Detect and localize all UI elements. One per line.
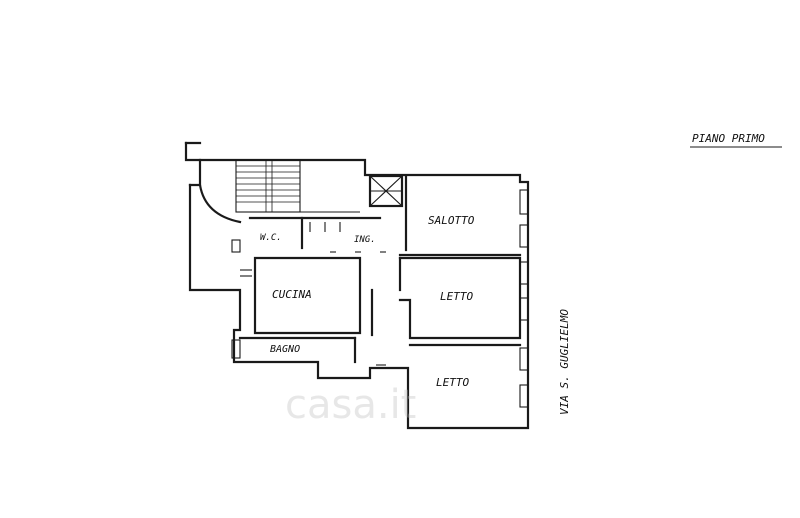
- room-label-letto-1: LETTO: [440, 290, 473, 303]
- staircase: [198, 159, 360, 224]
- street-label: VIA S. GUGLIELMO: [558, 309, 571, 415]
- watermark-logo: casa.it: [285, 382, 416, 428]
- room-label-wc: W.C.: [260, 233, 282, 243]
- room-label-bagno: BAGNO: [270, 344, 300, 355]
- room-label-cucina: CUCINA: [272, 288, 312, 301]
- room-label-ingresso: ING.: [354, 235, 376, 245]
- interior-walls: [238, 174, 522, 364]
- room-label-salotto: SALOTTO: [428, 214, 475, 227]
- elevator-shaft: [368, 174, 404, 208]
- room-label-letto-2: LETTO: [436, 376, 469, 389]
- plan-title: PIANO PRIMO: [692, 132, 765, 145]
- street-windows: [231, 189, 529, 408]
- door-marks: [240, 222, 386, 366]
